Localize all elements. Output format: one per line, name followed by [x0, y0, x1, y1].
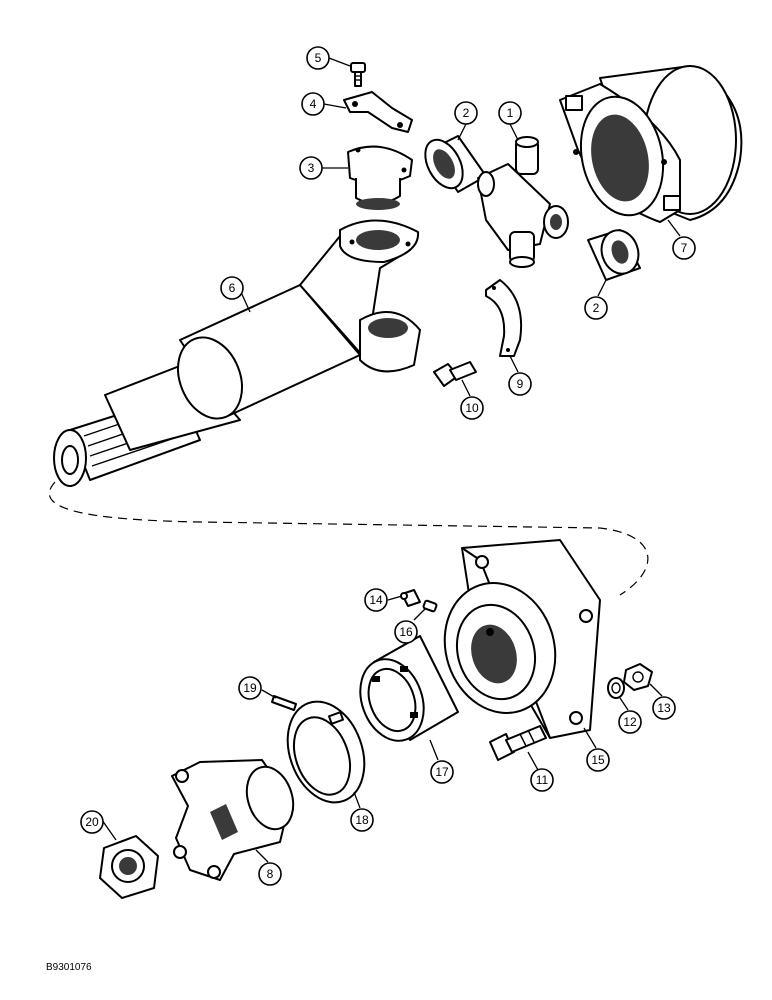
callout-label: 17: [435, 765, 449, 779]
part-bearing-cup-2-lower: [587, 229, 641, 281]
part-bolt-10: [433, 361, 477, 387]
part-nut-13: [623, 663, 653, 691]
callout-17: 17: [430, 760, 454, 784]
callout-14: 14: [364, 588, 388, 612]
callout-label: 9: [517, 377, 524, 391]
callout-label: 12: [623, 715, 637, 729]
callout-label: 1: [507, 106, 514, 120]
callout-6: 6: [220, 276, 244, 300]
callout-18: 18: [350, 808, 374, 832]
callout-label: 20: [85, 815, 99, 829]
document-id: B9301076: [46, 962, 92, 973]
callout-label: 16: [399, 625, 413, 639]
part-cross-1: [477, 136, 569, 268]
callout-label: 2: [463, 106, 470, 120]
callout-label: 8: [267, 867, 274, 881]
callout-5: 5: [306, 46, 330, 70]
part-washer-12: [607, 677, 625, 699]
callout-label: 2: [593, 301, 600, 315]
part-bolt-5: [350, 62, 366, 87]
part-bearing-cup-2-upper: [424, 135, 487, 193]
part-flange-housing-15: [443, 539, 601, 739]
part-housing-7: [559, 65, 743, 223]
callout-label: 13: [657, 701, 671, 715]
callout-15: 15: [586, 748, 610, 772]
callout-label: 19: [243, 681, 257, 695]
part-bearing-cap-3: [347, 145, 413, 210]
callout-19: 19: [238, 676, 262, 700]
part-yoke-shaft-6: [53, 219, 421, 487]
callout-label: 11: [536, 773, 549, 787]
callout-9: 9: [508, 372, 532, 396]
part-screw-19: [271, 695, 297, 711]
callout-label: 10: [465, 401, 479, 415]
callout-label: 4: [310, 97, 317, 111]
callout-12: 12: [618, 710, 642, 734]
callout-label: 3: [308, 161, 315, 175]
callout-label: 14: [369, 593, 383, 607]
part-nut-20: [99, 835, 159, 899]
callout-20: 20: [80, 810, 104, 834]
callout-label: 5: [315, 51, 322, 65]
callout-4: 4: [301, 92, 325, 116]
callout-3: 3: [299, 156, 323, 180]
callout-label: 6: [229, 281, 236, 295]
part-lock-plate-4: [343, 91, 413, 133]
part-collar-18: [286, 700, 366, 804]
callout-label: 15: [591, 753, 605, 767]
alignment-dashed-line: [48, 481, 649, 596]
callout-label: 7: [681, 241, 688, 255]
callout-8: 8: [258, 862, 282, 886]
callout-label: 18: [355, 813, 369, 827]
callout-2-upper: 2: [454, 101, 478, 125]
part-pin-16: [422, 599, 438, 613]
callout-7: 7: [672, 236, 696, 260]
part-bearing-17: [359, 635, 459, 742]
leader-lines: [101, 57, 681, 863]
part-strap-9: [485, 279, 523, 357]
callout-11: 11: [530, 768, 554, 792]
callout-16: 16: [394, 620, 418, 644]
callout-13: 13: [652, 696, 676, 720]
part-grease-fitting-14: [400, 589, 421, 607]
callout-10: 10: [460, 396, 484, 420]
part-bolt-11: [489, 725, 547, 761]
callout-2-lower: 2: [584, 296, 608, 320]
callout-1: 1: [498, 101, 522, 125]
part-yoke-8: [171, 759, 295, 881]
